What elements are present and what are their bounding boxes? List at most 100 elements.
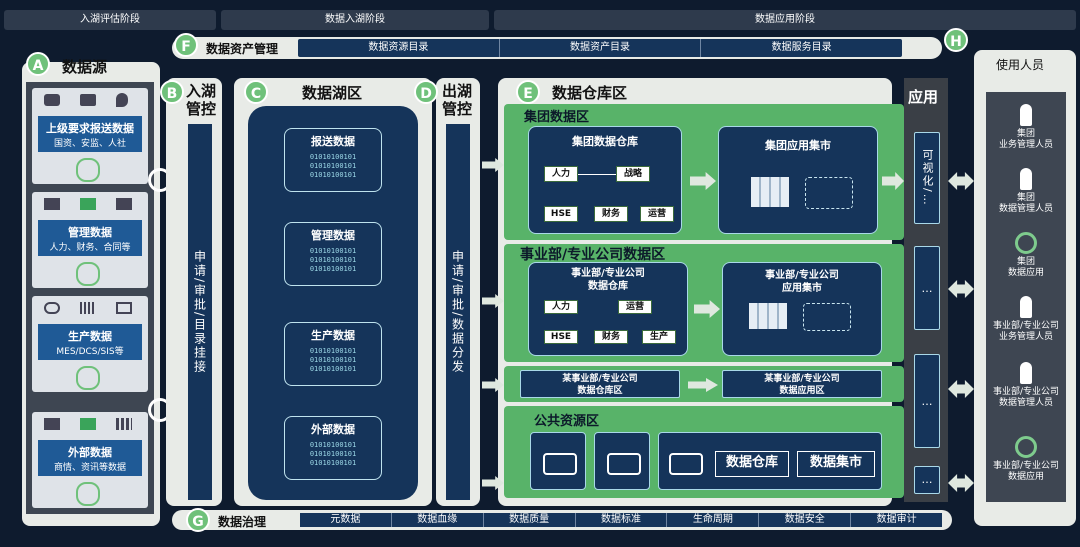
user-label: 集团 数据应用 — [1007, 257, 1044, 278]
source-card-production[interactable]: 生产数据 MES/DCS/SIS等 — [32, 296, 148, 392]
user-label: 事业部/专业公司 业务管理人员 — [992, 321, 1060, 342]
gov-lifecycle[interactable]: 生命周期 — [667, 513, 760, 527]
node-finance: 财务 — [594, 206, 628, 222]
person-gear-icon — [543, 453, 577, 475]
app-slot-3[interactable]: … — [914, 354, 940, 448]
person-icon — [1020, 362, 1032, 384]
refresh-icon — [148, 398, 172, 422]
catalog-service[interactable]: 数据服务目录 — [771, 42, 832, 53]
group-mart[interactable]: 集团应用集市 — [718, 126, 878, 234]
node-hr: 人力 — [544, 300, 578, 314]
badge-g: G — [186, 508, 210, 532]
gov-standard[interactable]: 数据标准 — [576, 513, 668, 527]
public-resource-3[interactable]: 数据仓库 数据集市 — [658, 432, 882, 490]
source-card-title: 外部数据 — [68, 446, 112, 459]
network-graph-icon — [803, 303, 851, 331]
asset-management-title: 数据资产管理 — [206, 42, 279, 56]
app-slot-4[interactable]: … — [914, 466, 940, 494]
person-icon — [1020, 296, 1032, 318]
node-hse: HSE — [544, 330, 578, 344]
ingest-title-2: 管控 — [186, 100, 217, 118]
lake-box-title: 管理数据 — [311, 229, 355, 242]
gov-security[interactable]: 数据安全 — [759, 513, 852, 527]
flow-arrow-lake-to-bu — [482, 294, 504, 308]
gov-audit[interactable]: 数据审计 — [876, 514, 917, 525]
flow-arrow-apps-users — [948, 474, 974, 492]
public-resource-1[interactable] — [530, 432, 586, 490]
public-mart[interactable]: 数据集市 — [797, 451, 875, 477]
warehouse-title: 数据仓库区 — [552, 84, 628, 102]
badge-f: F — [174, 33, 198, 57]
app-title: 应用 — [908, 88, 939, 106]
source-card-management[interactable]: 管理数据 人力、财务、合同等 — [32, 192, 148, 288]
flow-arrow-dw-to-mart — [690, 172, 716, 190]
lake-box-title: 生产数据 — [311, 329, 355, 342]
bu-dw-title: 事业部/专业公司 数据仓库 — [571, 268, 645, 292]
node-strategy: 战略 — [616, 166, 650, 182]
flow-arrow-bu-dw-to-mart — [694, 300, 720, 318]
app-slot-2[interactable]: … — [914, 246, 940, 330]
some-bu-dw[interactable]: 某事业部/专业公司 数据仓库区 — [520, 370, 680, 398]
flow-arrow-apps-users — [948, 172, 974, 190]
source-card-sub: 商情、资讯等数据 — [53, 463, 126, 473]
gears-icon — [1015, 232, 1037, 254]
catalog-asset[interactable]: 数据资产目录 — [500, 39, 702, 57]
user-label: 事业部/专业公司 数据应用 — [992, 461, 1060, 482]
user-bu-data-app[interactable]: 事业部/专业公司 数据应用 — [986, 436, 1066, 483]
bu-zone-title: 事业部/专业公司数据区 — [520, 247, 666, 263]
cycle-icon — [76, 482, 100, 506]
ingest-process: 申请/审批/目录挂接 — [188, 124, 212, 500]
user-label: 集团 数据管理人员 — [998, 193, 1053, 214]
public-dw[interactable]: 数据仓库 — [715, 451, 789, 477]
bu-mart-title: 事业部/专业公司 应用集市 — [765, 270, 839, 294]
ingest-title-1: 入湖 — [186, 82, 217, 100]
flow-arrow-to-apps — [882, 172, 904, 190]
flow-arrow-lake-to-group — [482, 158, 504, 172]
bar-chart-icon — [116, 418, 132, 430]
users-title: 使用人员 — [996, 58, 1045, 72]
catalog-resource[interactable]: 数据资源目录 — [298, 39, 500, 57]
public-resource-2[interactable] — [594, 432, 650, 490]
user-bu-business[interactable]: 事业部/专业公司 业务管理人员 — [986, 296, 1066, 343]
badge-a: A — [26, 52, 50, 76]
user-label: 事业部/专业公司 数据管理人员 — [992, 387, 1060, 408]
cart-icon — [80, 418, 96, 430]
user-bu-data-mgmt[interactable]: 事业部/专业公司 数据管理人员 — [986, 362, 1066, 409]
source-card-external[interactable]: 外部数据 商情、资讯等数据 — [32, 412, 148, 508]
group-mart-title: 集团应用集市 — [765, 139, 831, 152]
gov-quality[interactable]: 数据质量 — [484, 513, 576, 527]
user-group-data-mgmt[interactable]: 集团 数据管理人员 — [986, 168, 1066, 215]
lake-box-title: 报送数据 — [311, 135, 355, 148]
node-hse: HSE — [544, 206, 578, 222]
user-group-business[interactable]: 集团 业务管理人员 — [986, 104, 1066, 151]
some-bu-app[interactable]: 某事业部/专业公司 数据应用区 — [722, 370, 882, 398]
gov-lineage[interactable]: 数据血缘 — [392, 513, 484, 527]
bu-mart[interactable]: 事业部/专业公司 应用集市 — [722, 262, 882, 356]
user-group-data-app[interactable]: 集团 数据应用 — [986, 232, 1066, 279]
badge-h: H — [944, 28, 968, 52]
node-finance: 财务 — [594, 330, 628, 344]
connector-line — [578, 174, 616, 175]
node-hr: 人力 — [544, 166, 578, 182]
flow-arrow-apps-users — [948, 380, 974, 398]
app-viz[interactable]: 可视化/… — [914, 132, 940, 224]
cart-icon — [80, 198, 96, 210]
gov-metadata[interactable]: 元数据 — [300, 513, 392, 527]
group-dw-title: 集团数据仓库 — [572, 135, 638, 148]
gears-icon — [1015, 436, 1037, 458]
source-card-title: 上级要求报送数据 — [46, 122, 134, 135]
stage-ingest: 数据入湖阶段 — [221, 10, 489, 30]
camera-icon — [80, 94, 96, 106]
node-operations: 运营 — [618, 300, 652, 314]
cubes-icon — [749, 303, 787, 329]
source-card-title: 管理数据 — [68, 226, 112, 239]
governance-title: 数据治理 — [218, 515, 267, 529]
flow-arrow-some-bu — [688, 378, 718, 392]
node-operations: 运营 — [640, 206, 674, 222]
source-card-reported[interactable]: 上级要求报送数据 国资、安监、人社 — [32, 88, 148, 184]
refresh-icon — [148, 168, 172, 192]
